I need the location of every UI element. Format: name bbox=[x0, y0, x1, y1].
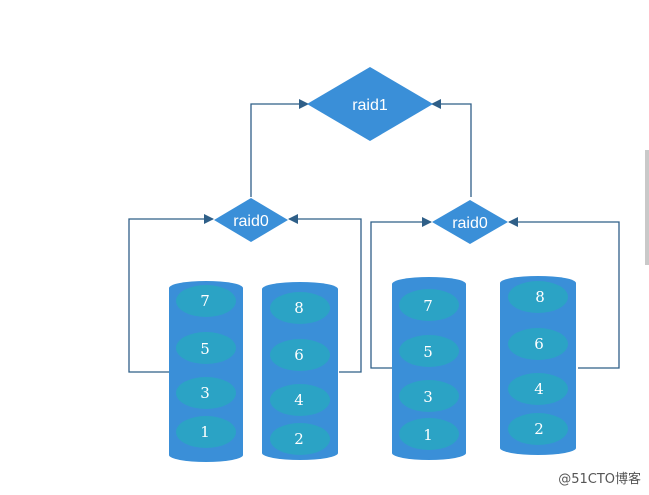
disk-1-slot-1 bbox=[176, 285, 236, 317]
disk-4-slot-3-label: 4 bbox=[534, 380, 544, 398]
scrollbar-thumb[interactable] bbox=[645, 150, 649, 265]
disk-2-slot-2-label: 6 bbox=[294, 346, 304, 364]
raid1-node: raid1 bbox=[307, 67, 433, 141]
disk-4-slot-2-label: 6 bbox=[534, 335, 544, 353]
disk-2-slot-2 bbox=[270, 339, 330, 371]
disk-3-slot-4-label: 1 bbox=[423, 426, 433, 444]
disk-3-slot-3-label: 3 bbox=[423, 388, 433, 406]
disk-4-slot-3 bbox=[508, 373, 568, 405]
disk-1-slot-4 bbox=[176, 416, 236, 448]
disk-4-slot-1-label: 8 bbox=[535, 288, 545, 306]
disk-1: 7 5 3 1 bbox=[169, 281, 243, 462]
disk-3-slot-2-label: 5 bbox=[423, 343, 433, 361]
disk-1-slot-4-label: 1 bbox=[200, 423, 210, 441]
left-raid0-node: raid0 bbox=[214, 198, 288, 242]
right-raid0-node: raid0 bbox=[432, 200, 508, 244]
connector-left-raid0-to-raid1 bbox=[250, 99, 309, 197]
disk-3-slot-3 bbox=[399, 380, 459, 412]
raid1-diamond bbox=[307, 67, 433, 141]
disk-3-body bbox=[392, 277, 466, 460]
disk-4-slot-4 bbox=[508, 413, 568, 445]
disk-2-slot-1-label: 8 bbox=[294, 299, 304, 317]
disk-4-body bbox=[500, 276, 576, 455]
connector-disk1-to-left-raid0 bbox=[128, 214, 214, 373]
disk-4: 8 6 4 2 bbox=[500, 276, 576, 455]
disk-1-body bbox=[169, 281, 243, 462]
disk-4-slot-4-label: 2 bbox=[534, 420, 544, 438]
disk-2: 8 6 4 2 bbox=[262, 282, 338, 460]
disk-3: 7 5 3 1 bbox=[392, 277, 466, 460]
disk-3-slot-2 bbox=[399, 335, 459, 367]
connector-disk4-to-right-raid0 bbox=[508, 217, 620, 369]
left-raid0-diamond bbox=[214, 198, 288, 242]
connector-disk2-to-left-raid0 bbox=[288, 214, 362, 373]
disk-1-slot-3 bbox=[176, 377, 236, 409]
disk-3-slot-1-label: 7 bbox=[423, 297, 433, 315]
left-raid0-label: raid0 bbox=[233, 213, 269, 230]
raid1-label: raid1 bbox=[352, 97, 388, 114]
connector-right-raid0-to-raid1 bbox=[431, 99, 472, 197]
watermark: @51CTO博客 bbox=[558, 472, 641, 487]
disk-3-slot-4 bbox=[399, 418, 459, 450]
disk-2-slot-4 bbox=[270, 423, 330, 455]
disk-2-slot-3 bbox=[270, 384, 330, 416]
disk-1-slot-1-label: 7 bbox=[200, 292, 210, 310]
disk-1-slot-3-label: 3 bbox=[200, 384, 210, 402]
disk-2-slot-3-label: 4 bbox=[294, 391, 304, 409]
disk-4-slot-1 bbox=[508, 281, 568, 313]
right-raid0-label: raid0 bbox=[452, 215, 488, 232]
disk-4-slot-2 bbox=[508, 328, 568, 360]
connector-disk3-to-right-raid0 bbox=[370, 217, 432, 369]
connectors bbox=[128, 99, 620, 373]
right-raid0-diamond bbox=[432, 200, 508, 244]
disk-2-slot-1 bbox=[270, 292, 330, 324]
disk-2-slot-4-label: 2 bbox=[294, 430, 304, 448]
disk-3-slot-1 bbox=[399, 289, 459, 321]
disk-1-slot-2-label: 5 bbox=[200, 340, 210, 358]
disk-1-slot-2 bbox=[176, 332, 236, 364]
